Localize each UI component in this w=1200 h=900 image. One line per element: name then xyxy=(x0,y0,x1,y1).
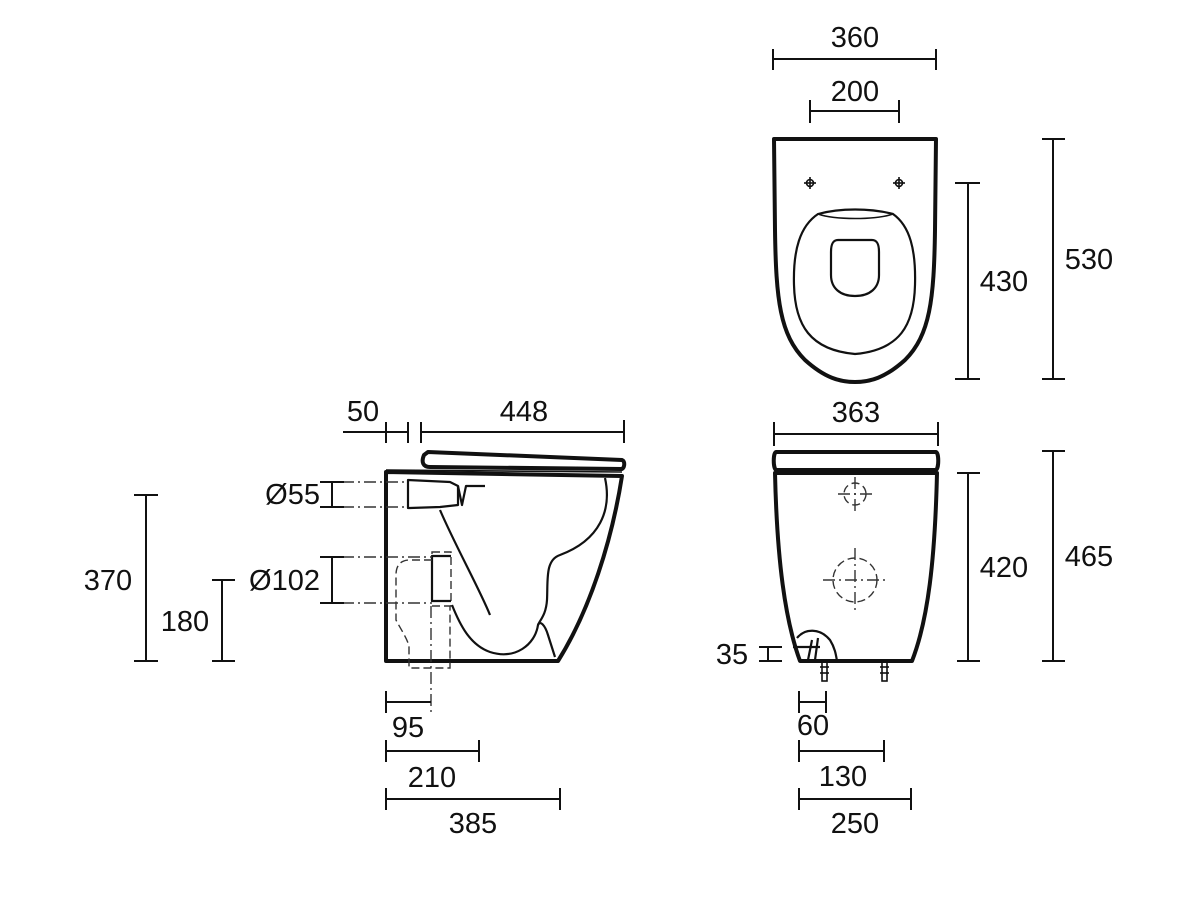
seat-lid-rear xyxy=(771,450,941,472)
dimension-180: 180 xyxy=(161,579,235,662)
dimension-50: 50 xyxy=(343,396,409,443)
dim-label: 130 xyxy=(819,761,867,793)
dim-label: Ø55 xyxy=(265,479,320,511)
trap-channel xyxy=(438,509,492,616)
dim-label: 95 xyxy=(392,712,424,744)
dim-label: 370 xyxy=(84,565,132,597)
dim-label: 250 xyxy=(831,808,879,840)
dim-label: 430 xyxy=(980,266,1028,298)
dimension-60: 60 xyxy=(797,691,829,742)
dimension-465: 465 xyxy=(1042,450,1113,662)
inlet-hole xyxy=(838,477,872,512)
dim-label: 35 xyxy=(716,639,748,671)
dimension-250: 250 xyxy=(798,788,912,840)
pan-outline-side xyxy=(384,470,624,663)
dimension-35: 35 xyxy=(716,639,782,671)
dim-label: 60 xyxy=(797,710,829,742)
rear-view: 363 xyxy=(716,397,1113,840)
seat-ring xyxy=(792,208,917,356)
dim-label: 180 xyxy=(161,606,209,638)
fixing-hole-left xyxy=(804,177,816,189)
dimension-130: 130 xyxy=(798,740,885,793)
dimension-210: 210 xyxy=(385,740,480,794)
dim-label: 200 xyxy=(831,76,879,108)
dimension-530: 530 xyxy=(1042,138,1113,380)
top-view: 360 200 430 xyxy=(772,22,1113,384)
dimension-363: 363 xyxy=(773,397,939,446)
dim-label: 465 xyxy=(1065,541,1113,573)
dim-label: 385 xyxy=(449,808,497,840)
dimension-420: 420 xyxy=(957,472,1028,662)
side-view: 50 448 xyxy=(84,396,627,840)
bowl-opening xyxy=(829,238,881,298)
dim-label: 448 xyxy=(500,396,548,428)
dimension-385: 385 xyxy=(385,788,561,840)
seat-lid-side xyxy=(420,450,627,471)
dimension-360: 360 xyxy=(772,22,937,70)
pan-outline-rear xyxy=(773,471,939,663)
outlet-hole xyxy=(823,548,888,612)
dim-label: 50 xyxy=(347,396,379,428)
dimension-200: 200 xyxy=(809,76,900,123)
outlet-connector xyxy=(395,559,451,669)
dimension-430: 430 xyxy=(955,182,1028,380)
fixing-hole-right xyxy=(893,177,905,189)
fixing-bracket xyxy=(796,629,839,662)
dim-label: 360 xyxy=(831,22,879,54)
dimension-448: 448 xyxy=(420,396,625,443)
dim-label: 210 xyxy=(408,762,456,794)
dimension-diameter-55: Ø55 xyxy=(265,479,344,511)
dim-label: 530 xyxy=(1065,244,1113,276)
fixing-bolt-right xyxy=(880,660,889,682)
inlet-spigot xyxy=(406,478,460,510)
dimension-diameter-102: Ø102 xyxy=(249,556,344,604)
dim-label: 420 xyxy=(980,552,1028,584)
dim-label: 363 xyxy=(832,397,880,429)
pan-outline-top xyxy=(772,137,938,384)
dimension-95: 95 xyxy=(385,691,431,744)
fixing-bolt-left xyxy=(820,660,829,682)
dimension-370: 370 xyxy=(84,494,158,662)
dim-label: Ø102 xyxy=(249,565,320,597)
